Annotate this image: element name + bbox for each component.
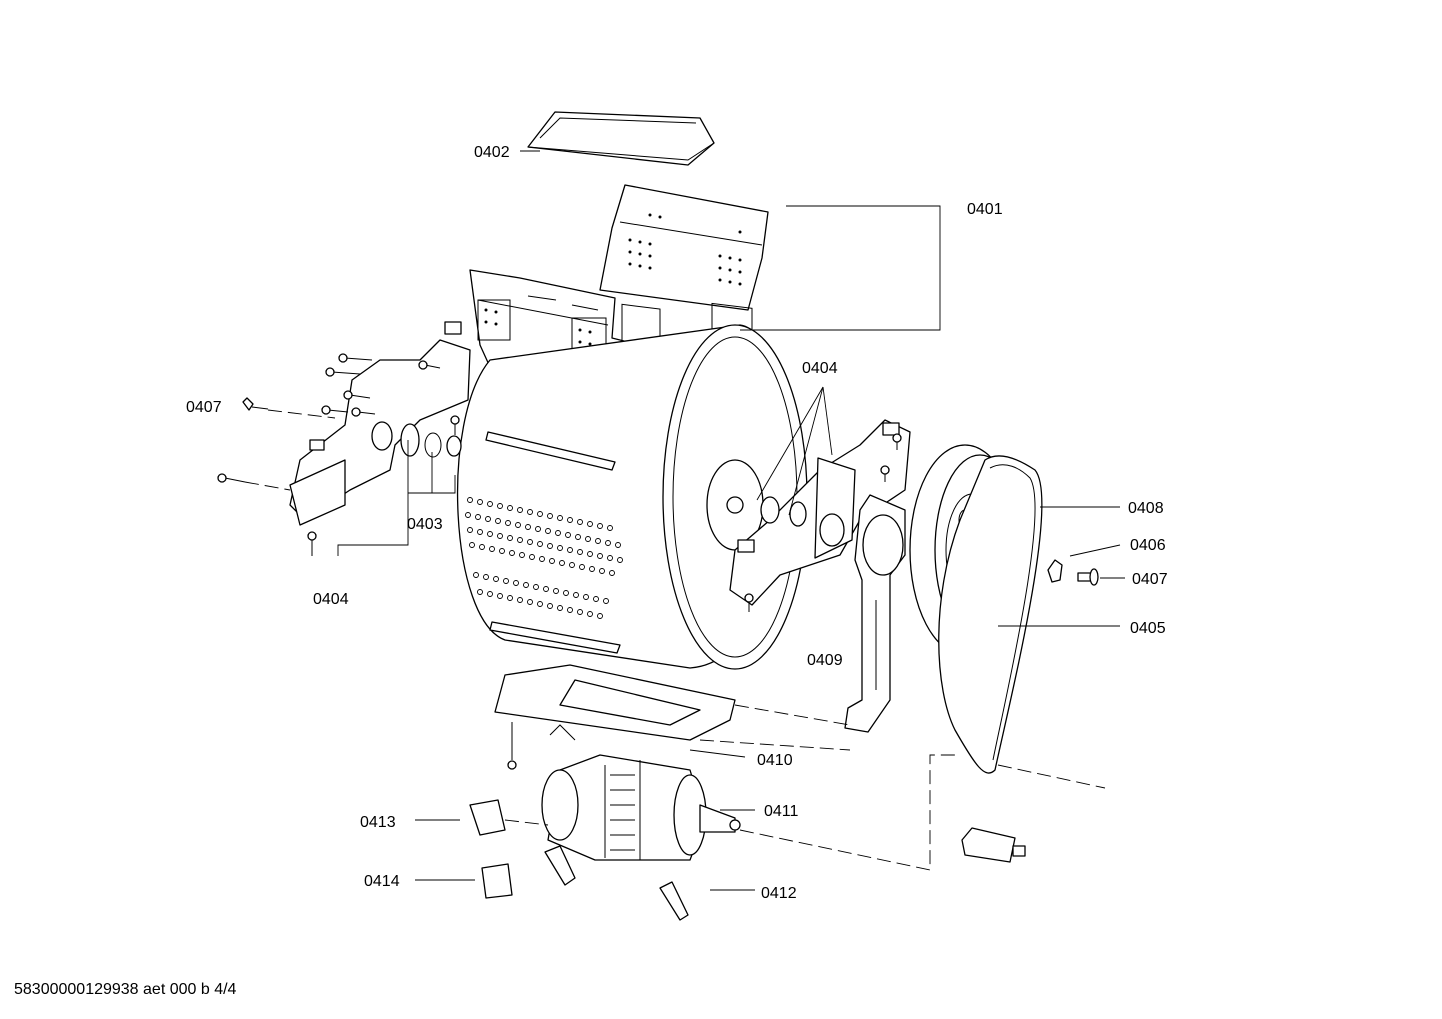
label-0409: 0409	[807, 652, 843, 669]
leader-lines	[244, 150, 1125, 891]
label-0410: 0410	[757, 752, 793, 769]
part-0411-motor	[541, 754, 741, 861]
part-0404-left-bracket	[217, 321, 522, 691]
part-0414-connector	[481, 863, 513, 899]
part-0402-lid	[527, 111, 715, 166]
label-0402: 0402	[474, 144, 510, 161]
part-0412-clamp	[544, 845, 689, 921]
label-0413: 0413	[360, 814, 396, 831]
label-0407: 0407	[186, 399, 222, 416]
part-capacitor	[961, 827, 1026, 863]
label-0407: 0407	[1132, 571, 1168, 588]
label-0411: 0411	[764, 803, 799, 820]
part-0413-connector	[469, 799, 506, 836]
part-0409-strut	[844, 494, 906, 733]
label-0412: 0412	[761, 885, 797, 902]
part-0404-right-bracket	[729, 419, 911, 612]
part-0407-bolt-right	[1077, 568, 1099, 586]
part-0406-nut	[1047, 559, 1063, 583]
label-0405: 0405	[1130, 620, 1166, 637]
label-0401: 0401	[967, 201, 1003, 218]
callout-labels: 0402 0401 0404 0407 0408 0403 0406 0407 …	[186, 144, 1168, 902]
label-0403: 0403	[407, 516, 443, 533]
part-0408-belt	[938, 455, 1043, 774]
label-0404: 0404	[313, 591, 349, 608]
part-0410-motor-mount	[494, 664, 736, 770]
label-0408: 0408	[1128, 500, 1164, 517]
document-code-footer: 58300000129938 aet 000 b 4/4	[14, 981, 237, 998]
drum-body	[456, 324, 808, 670]
label-0406: 0406	[1130, 537, 1166, 554]
label-0414: 0414	[364, 873, 400, 890]
label-0404: 0404	[802, 360, 838, 377]
